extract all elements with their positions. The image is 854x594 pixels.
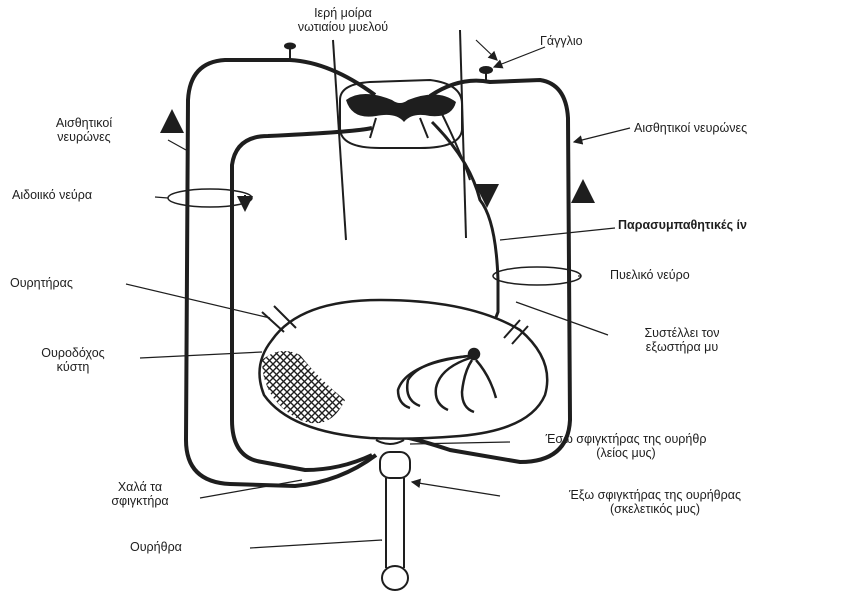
relaxes-line1: Χαλά τα — [80, 480, 200, 494]
dorsal-root-ganglion-left — [284, 43, 296, 61]
spinal-segment-label: Ιερή μοίρα νωτιαίου μυελού — [268, 6, 418, 34]
bladder-label-line2: κύστη — [8, 360, 138, 374]
internal-sphincter-label: Έσω σφιγκτήρας της ουρήθρ (λείος μυς) — [506, 432, 746, 460]
pelvic-nerve-label: Πυελικό νεύρο — [610, 268, 690, 282]
external-sphincter-label: Έξω σφιγκτήρας της ουρήθρας (σκελετικός … — [500, 488, 810, 516]
relaxes-sphincter-label: Χαλά τα σφιγκτήρα — [80, 480, 200, 508]
external-sphincter-line1: Έξω σφιγκτήρας της ουρήθρας — [500, 488, 810, 502]
parasympathetic-label: Παρασυμπαθητικές ίν — [618, 218, 747, 232]
pudendal-nerve-ring — [168, 189, 252, 207]
sensory-left-line2: νευρώνες — [24, 130, 144, 144]
relaxes-line2: σφιγκτήρα — [80, 494, 200, 508]
sensory-neurons-right-label: Αισθητικοί νευρώνες — [634, 121, 747, 135]
bladder-label: Ουροδόχος κύστη — [8, 346, 138, 374]
urethra-label: Ουρήθρα — [130, 540, 182, 554]
contracts-line1: Συστέλλει τον — [612, 326, 752, 340]
spinal-segment-label-line1: Ιερή μοίρα — [268, 6, 418, 20]
urinary-bladder — [260, 300, 548, 439]
spinal-segment-label-line2: νωτιαίου μυελού — [268, 20, 418, 34]
contracts-line2: εξωστήρα μυ — [612, 340, 752, 354]
internal-sphincter-line1: Έσω σφιγκτήρας της ουρήθρ — [506, 432, 746, 446]
bladder-label-line1: Ουροδόχος — [8, 346, 138, 360]
ganglion-label: Γάγγλιο — [540, 34, 583, 48]
sensory-neurons-left-label: Αισθητικοί νευρώνες — [24, 116, 144, 144]
ureter-label: Ουρητήρας — [10, 276, 73, 290]
contracts-detrusor-label: Συστέλλει τον εξωστήρα μυ — [612, 326, 752, 354]
internal-sphincter-line2: (λείος μυς) — [506, 446, 746, 460]
pudendal-nerve-label: Αιδοιικό νεύρα — [12, 188, 92, 202]
external-sphincter-line2: (σκελετικός μυς) — [500, 502, 810, 516]
urethra — [376, 440, 410, 590]
sensory-left-line1: Αισθητικοί — [24, 116, 144, 130]
